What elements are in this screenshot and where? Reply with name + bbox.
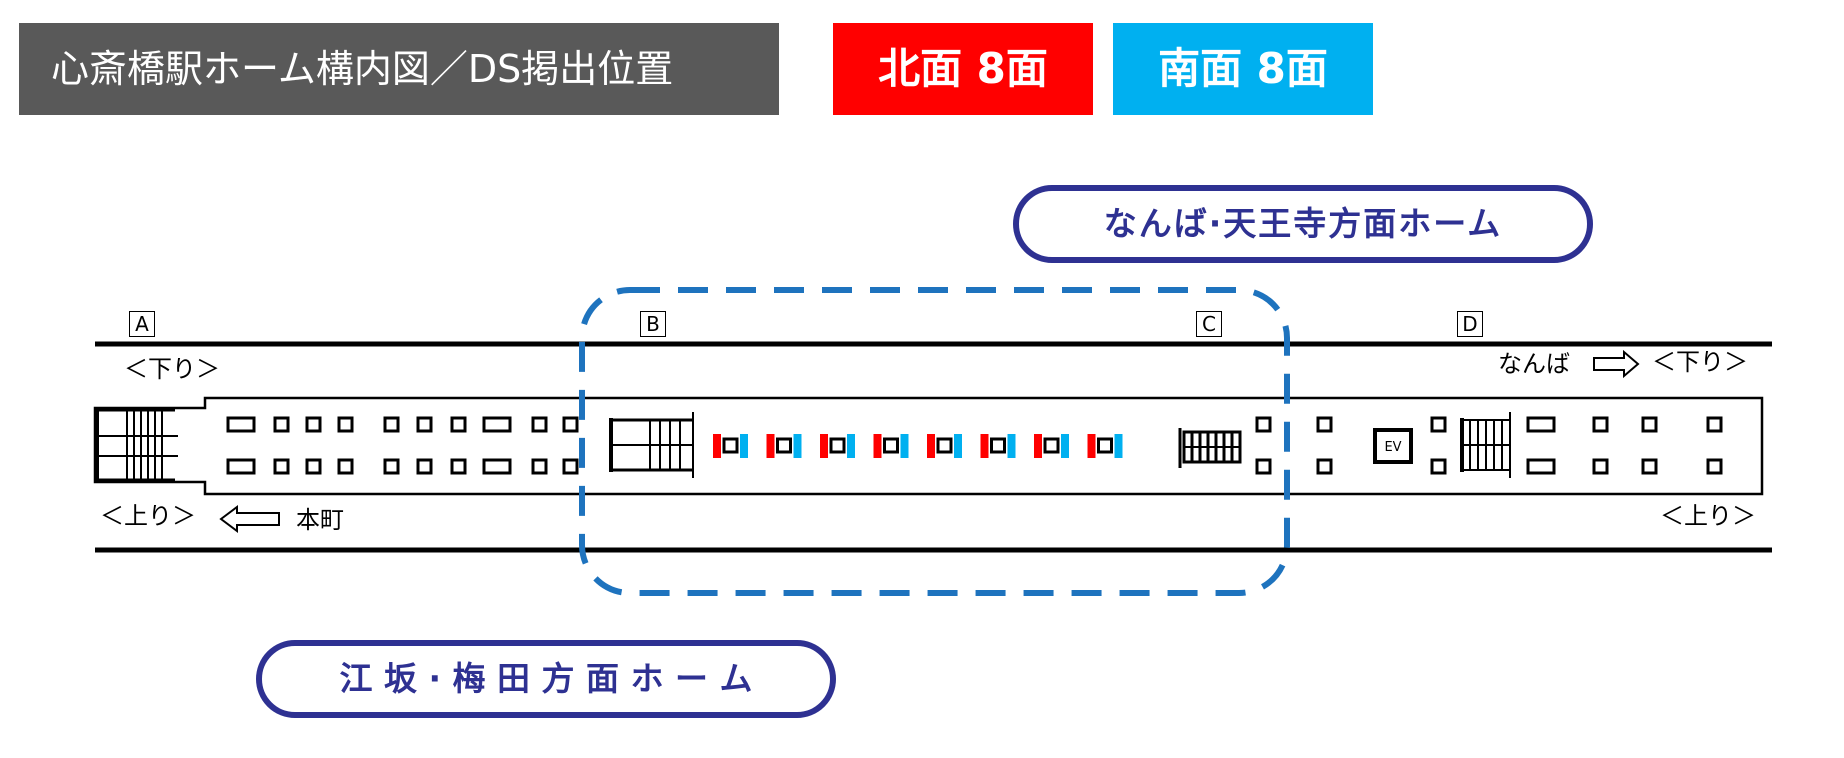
ds-signage-pillar bbox=[927, 434, 962, 458]
ds-pillar bbox=[883, 437, 899, 454]
namba-label: なんば bbox=[1498, 350, 1570, 378]
ds-pillar bbox=[1097, 437, 1113, 454]
ds-south-panel bbox=[740, 434, 748, 458]
exit-b-label: B bbox=[640, 311, 666, 337]
ds-north-panel bbox=[927, 434, 935, 458]
up-direction-right: ＜上り＞ bbox=[1660, 502, 1756, 530]
ds-south-panel bbox=[900, 434, 909, 458]
exit-b-stairs-icon bbox=[609, 412, 694, 478]
platform-pillars bbox=[226, 416, 1723, 475]
ds-north-panel bbox=[766, 434, 775, 458]
elevator-icon bbox=[1373, 428, 1413, 464]
down-direction-right: ＜下り＞ bbox=[1652, 348, 1748, 376]
ds-south-panel bbox=[1007, 434, 1016, 458]
page-title: 心斎橋駅ホーム構内図／DS掲出位置 bbox=[19, 23, 779, 115]
ds-north-panel bbox=[1087, 434, 1096, 458]
exit-a-label: A bbox=[129, 311, 155, 337]
platform-outline bbox=[93, 396, 1764, 496]
ds-south-panel bbox=[954, 434, 962, 458]
ds-signage-pillar bbox=[980, 434, 1016, 458]
exit-d-stairs-icon bbox=[1460, 412, 1511, 478]
ds-pillar bbox=[776, 437, 792, 454]
ds-pillar bbox=[1043, 437, 1060, 454]
namba-arrow-icon bbox=[1593, 349, 1640, 379]
elevator-label: EV bbox=[1384, 440, 1401, 455]
ds-pillar bbox=[722, 437, 739, 454]
exit-d-label: D bbox=[1457, 311, 1483, 337]
ds-signage-pillar bbox=[713, 434, 748, 458]
ds-area-highlight bbox=[579, 287, 1290, 596]
ds-signage-pillar bbox=[1087, 434, 1123, 458]
ds-signage-pillar bbox=[873, 434, 909, 458]
ds-north-panel bbox=[1034, 434, 1042, 458]
exit-c-label: C bbox=[1196, 311, 1222, 337]
exit-c-escalator-icon bbox=[1178, 428, 1242, 468]
ds-south-panel bbox=[793, 434, 802, 458]
ds-pillar bbox=[936, 437, 953, 454]
ds-south-panel bbox=[1114, 434, 1123, 458]
ds-north-panel bbox=[713, 434, 721, 458]
ds-pillar bbox=[829, 437, 846, 454]
ds-signage-group bbox=[713, 434, 1123, 458]
ds-south-panel bbox=[847, 434, 855, 458]
ds-south-panel bbox=[1061, 434, 1069, 458]
ds-signage-pillar bbox=[766, 434, 802, 458]
ds-north-panel bbox=[873, 434, 882, 458]
south-face-badge: 南面 8面 bbox=[1113, 23, 1373, 115]
ds-signage-pillar bbox=[820, 434, 855, 458]
down-direction-left: ＜下り＞ bbox=[124, 355, 220, 383]
ds-pillar bbox=[990, 437, 1006, 454]
honmachi-label: 本町 bbox=[296, 506, 344, 534]
north-face-badge: 北面 8面 bbox=[833, 23, 1093, 115]
up-direction-left: ＜上り＞ bbox=[100, 502, 196, 530]
left-stairs-icon bbox=[95, 408, 178, 482]
honmachi-arrow-icon bbox=[219, 505, 280, 533]
ds-north-panel bbox=[980, 434, 989, 458]
ds-north-panel bbox=[820, 434, 828, 458]
lower-platform-label: 江 坂 · 梅 田 方 面 ホ ー ム bbox=[256, 640, 836, 718]
ds-signage-pillar bbox=[1034, 434, 1069, 458]
upper-platform-label: なんば·天王寺方面ホーム bbox=[1013, 185, 1593, 263]
